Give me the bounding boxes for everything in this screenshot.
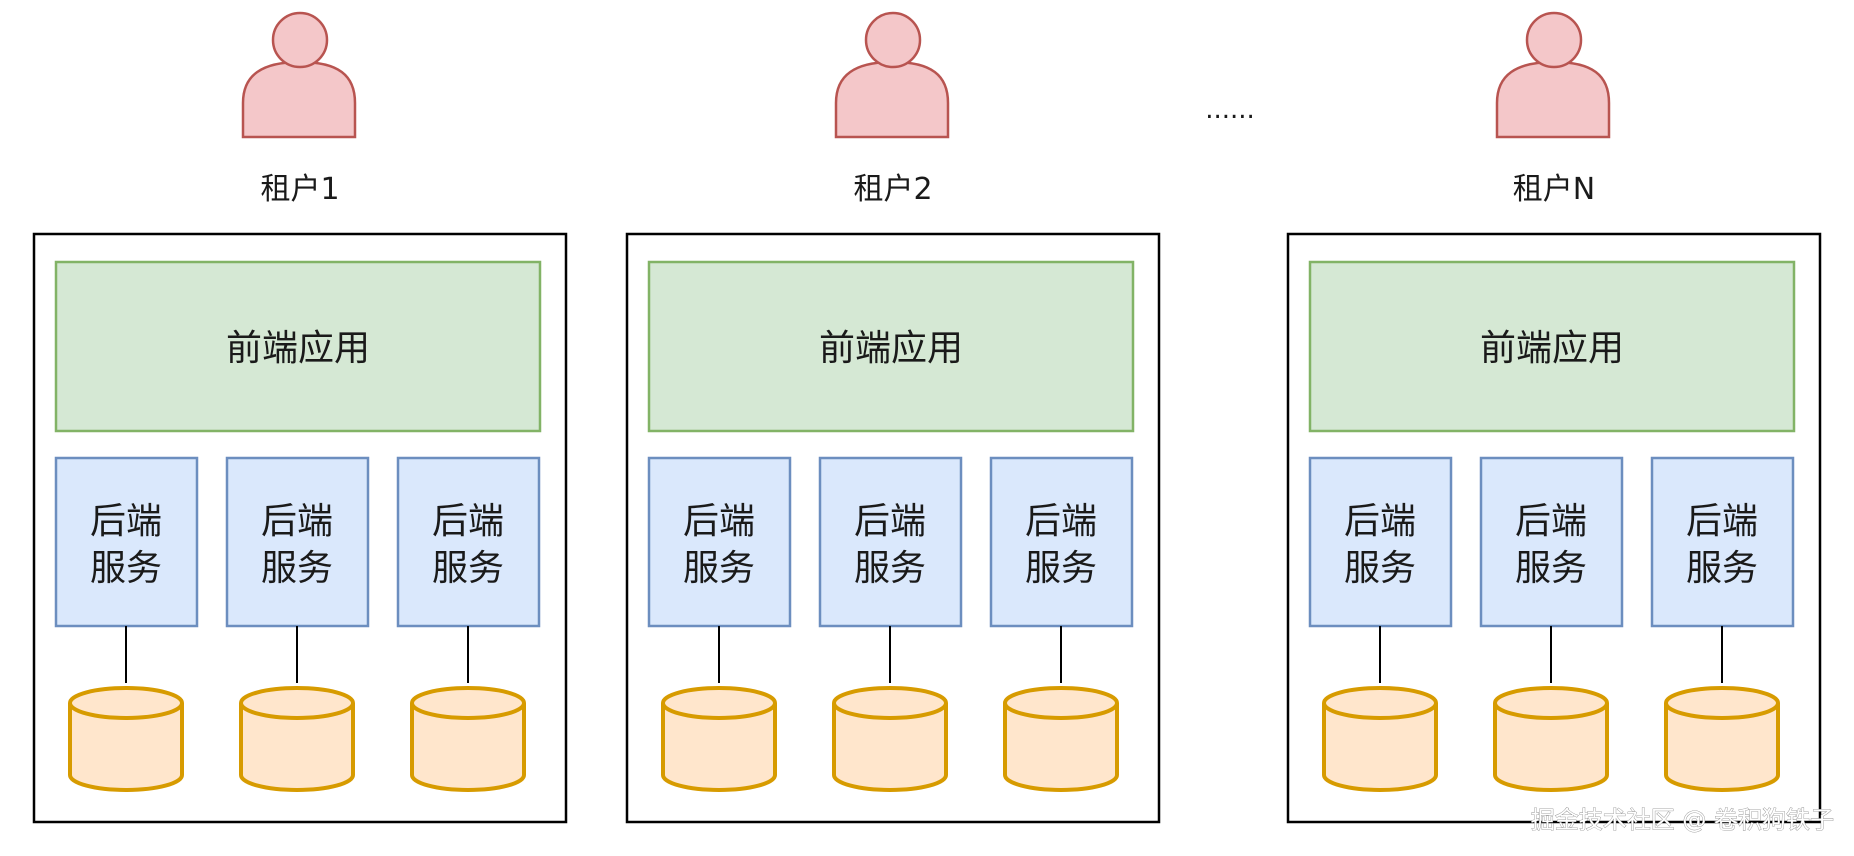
backend-service-label-line2: 服务 xyxy=(1344,548,1416,589)
tenant-group-n: 租户N 前端应用 后端 服务 后端 服务 后端 xyxy=(1286,11,1822,824)
tenant-name: 租户2 xyxy=(853,172,932,207)
backend-service-2: 后端 服务 xyxy=(818,456,963,792)
backend-service-box xyxy=(225,456,370,628)
tenant-group-2: 租户2 前端应用 后端 服务 后端 服务 后端 xyxy=(625,11,1161,824)
backend-service-1: 后端 服务 xyxy=(647,456,792,792)
backend-service-label-line2: 服务 xyxy=(90,548,162,589)
backend-service-box xyxy=(647,456,792,628)
backend-service-label-line2: 服务 xyxy=(432,548,504,589)
frontend-app-box xyxy=(647,260,1135,433)
backend-service-box xyxy=(1650,456,1795,628)
frontend-app-box xyxy=(54,260,542,433)
backend-service-label-line1: 后端 xyxy=(1515,501,1587,542)
tenant-group-1: 租户1 前端应用 后端 服务 后端 服务 后端 xyxy=(32,11,568,824)
frontend-app-label: 前端应用 xyxy=(226,328,370,369)
backend-service-box xyxy=(1308,456,1453,628)
database-icon xyxy=(1322,686,1438,792)
backend-service-1: 后端 服务 xyxy=(54,456,199,792)
backend-service-label-line2: 服务 xyxy=(261,548,333,589)
backend-service-3: 后端 服务 xyxy=(396,456,541,792)
backend-service-box xyxy=(1479,456,1624,628)
frontend-app-label: 前端应用 xyxy=(819,328,963,369)
frontend-app-label: 前端应用 xyxy=(1480,328,1624,369)
backend-service-3: 后端 服务 xyxy=(989,456,1134,792)
database-icon xyxy=(410,686,526,792)
ellipsis-text: ...... xyxy=(1205,95,1255,125)
backend-service-label-line2: 服务 xyxy=(1515,548,1587,589)
backend-service-box xyxy=(54,456,199,628)
backend-service-2: 后端 服务 xyxy=(225,456,370,792)
backend-service-label-line1: 后端 xyxy=(854,501,926,542)
frontend-app-box xyxy=(1308,260,1796,433)
database-icon xyxy=(832,686,948,792)
person-icon xyxy=(241,11,357,139)
backend-service-box xyxy=(396,456,541,628)
backend-service-label-line2: 服务 xyxy=(1025,548,1097,589)
backend-service-label-line1: 后端 xyxy=(1686,501,1758,542)
person-icon xyxy=(1495,11,1611,139)
watermark-text: 掘金技术社区 @ 卷积狗铁子 xyxy=(1531,806,1834,834)
database-icon xyxy=(68,686,184,792)
backend-service-label-line1: 后端 xyxy=(432,501,504,542)
backend-service-box xyxy=(989,456,1134,628)
backend-service-1: 后端 服务 xyxy=(1308,456,1453,792)
backend-service-label-line2: 服务 xyxy=(1686,548,1758,589)
database-icon xyxy=(1003,686,1119,792)
backend-service-label-line1: 后端 xyxy=(261,501,333,542)
tenant-name: 租户1 xyxy=(260,172,339,207)
backend-service-3: 后端 服务 xyxy=(1650,456,1795,792)
backend-service-box xyxy=(818,456,963,628)
backend-service-label-line1: 后端 xyxy=(683,501,755,542)
backend-service-label-line2: 服务 xyxy=(854,548,926,589)
backend-service-label-line1: 后端 xyxy=(1025,501,1097,542)
tenant-container xyxy=(1286,232,1822,824)
backend-service-label-line2: 服务 xyxy=(683,548,755,589)
tenant-container xyxy=(625,232,1161,824)
person-icon xyxy=(834,11,950,139)
database-icon xyxy=(661,686,777,792)
database-icon xyxy=(239,686,355,792)
backend-service-label-line1: 后端 xyxy=(90,501,162,542)
backend-service-label-line1: 后端 xyxy=(1344,501,1416,542)
database-icon xyxy=(1493,686,1609,792)
tenant-container xyxy=(32,232,568,824)
database-icon xyxy=(1664,686,1780,792)
backend-service-2: 后端 服务 xyxy=(1479,456,1624,792)
tenant-name: 租户N xyxy=(1513,172,1595,207)
